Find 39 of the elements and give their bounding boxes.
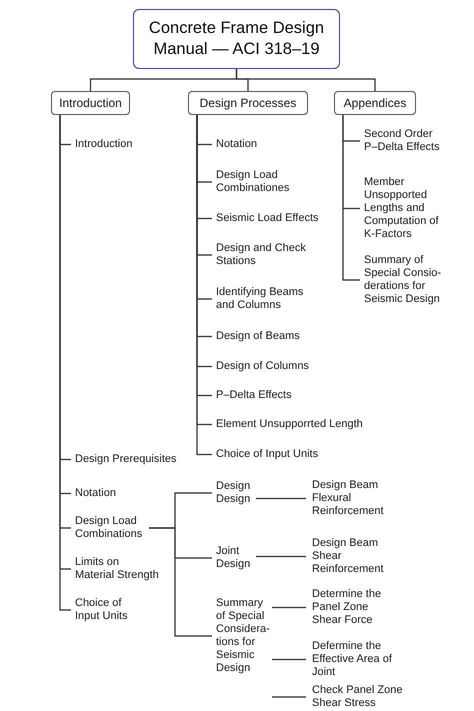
section-box: Appendices (334, 91, 416, 115)
title-box: Concrete Frame Design Manual — ACI 318–19 (133, 9, 340, 69)
topic-label: Second Order P–Delta Effects (364, 128, 444, 154)
connector-line (256, 556, 306, 558)
section-box: Design Processes (188, 91, 308, 115)
connector-line (342, 115, 360, 281)
topic-label: Choice of Input Units (216, 448, 336, 461)
topic-label: Design Beam Flexural Reinforcement (312, 479, 397, 518)
topic-label: Check Panel Zone Shear Stress (312, 684, 412, 710)
topic-label: Notation (75, 487, 155, 500)
connector-line (256, 498, 306, 500)
connector-line (272, 696, 306, 698)
topic-label: Design Beam Shear Reinforcement (312, 537, 397, 576)
topic-label: Member Unsopported Lengths and Computation of K-Factors (364, 176, 446, 241)
topic-label: Design Load Combinations (75, 515, 149, 541)
topic-label: Design Prerequisites (75, 453, 195, 466)
topic-label: Seismic Load Effects (216, 212, 336, 225)
topic-label: Introduction (75, 138, 165, 151)
topic-label: Summary of Special Considera-tions for Seismic Design (216, 597, 274, 675)
topic-label: P–Delta Effects (216, 389, 336, 402)
topic-label: Joint Design (216, 545, 258, 571)
connector-line (272, 658, 306, 660)
topic-label: Identifying Beams and Columns (216, 286, 316, 312)
connector-line (149, 527, 212, 637)
connector-line (272, 606, 306, 608)
topic-label: Design Design (216, 480, 258, 506)
topic-label: Design of Columns (216, 360, 336, 373)
topic-label: Design of Beams (216, 330, 336, 343)
topic-label: Limits on Material Strength (75, 556, 161, 582)
topic-label: Defermine the Effective Area of Joint (312, 640, 397, 679)
topic-label: Summary of Special Consio-derations for Seismic Design (364, 254, 454, 306)
topic-label: Notation (216, 138, 306, 151)
topic-label: Element Unsupporrted Length (216, 418, 366, 431)
topic-label: Design Load Combinationes (216, 169, 288, 195)
section-box: Introduction (51, 91, 130, 115)
topic-label: Choice of Input Units (75, 597, 145, 623)
connector-line (236, 69, 376, 91)
topic-label: Design and Check Stations (216, 242, 316, 268)
topic-label: Determine the Panel Zone Shear Force (312, 588, 397, 627)
